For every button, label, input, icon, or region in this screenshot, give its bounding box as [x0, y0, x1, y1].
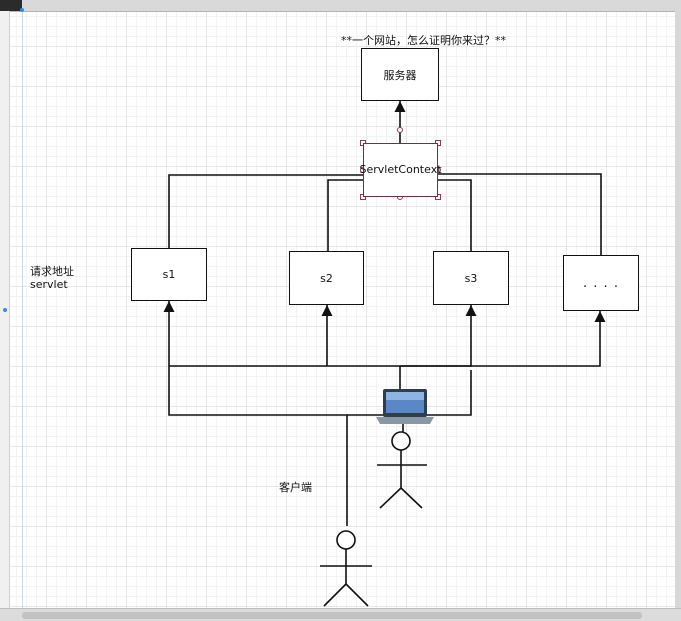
servlet-label: . . . .: [583, 275, 619, 291]
context-to-s1-line: [168, 174, 363, 248]
servlet-box-s1[interactable]: s1: [131, 248, 207, 301]
scrollbar-thumb[interactable]: [22, 612, 642, 619]
stick-figure-icon: [320, 530, 372, 607]
request-to-s3-arrow: [400, 305, 477, 367]
top-toolbar-strip: [0, 0, 681, 12]
servlet-box-s2[interactable]: s2: [289, 251, 364, 305]
context-to-etc-line: [438, 173, 602, 255]
panel-resize-handle[interactable]: [3, 308, 7, 312]
client-label: 客户端: [279, 481, 312, 494]
vertical-scrollbar[interactable]: [675, 11, 681, 621]
server-label: 服务器: [383, 68, 417, 82]
context-to-s2-line: [327, 179, 363, 251]
top-corner: [0, 0, 22, 11]
page-margin-line: [22, 11, 23, 621]
client-request-line: [168, 366, 348, 526]
servlet-label: s1: [162, 268, 176, 281]
server-box[interactable]: 服务器: [361, 48, 439, 101]
side-note-line: 请求地址: [30, 265, 74, 278]
servlet-box-s3[interactable]: s3: [433, 251, 509, 305]
request-to-etc-arrow: [169, 311, 606, 367]
side-note: 请求地址 servlet: [30, 265, 74, 291]
context-to-s3-line: [438, 179, 472, 251]
servlet-context-label: ServletContext: [359, 163, 442, 176]
laptop-icon: [376, 389, 434, 424]
side-note-line: servlet: [30, 278, 68, 291]
servlet-box-more[interactable]: . . . .: [563, 255, 639, 311]
stick-figure-icon: [377, 431, 427, 509]
servlet-context-box[interactable]: ServletContext: [360, 143, 442, 197]
page-corner-handle[interactable]: [20, 8, 24, 12]
diagram-title: **一个网站，怎么证明你来过？**: [341, 34, 506, 47]
left-panel-edge: [0, 11, 10, 621]
servlet-label: s3: [464, 271, 478, 285]
servlet-label: s2: [320, 271, 333, 285]
